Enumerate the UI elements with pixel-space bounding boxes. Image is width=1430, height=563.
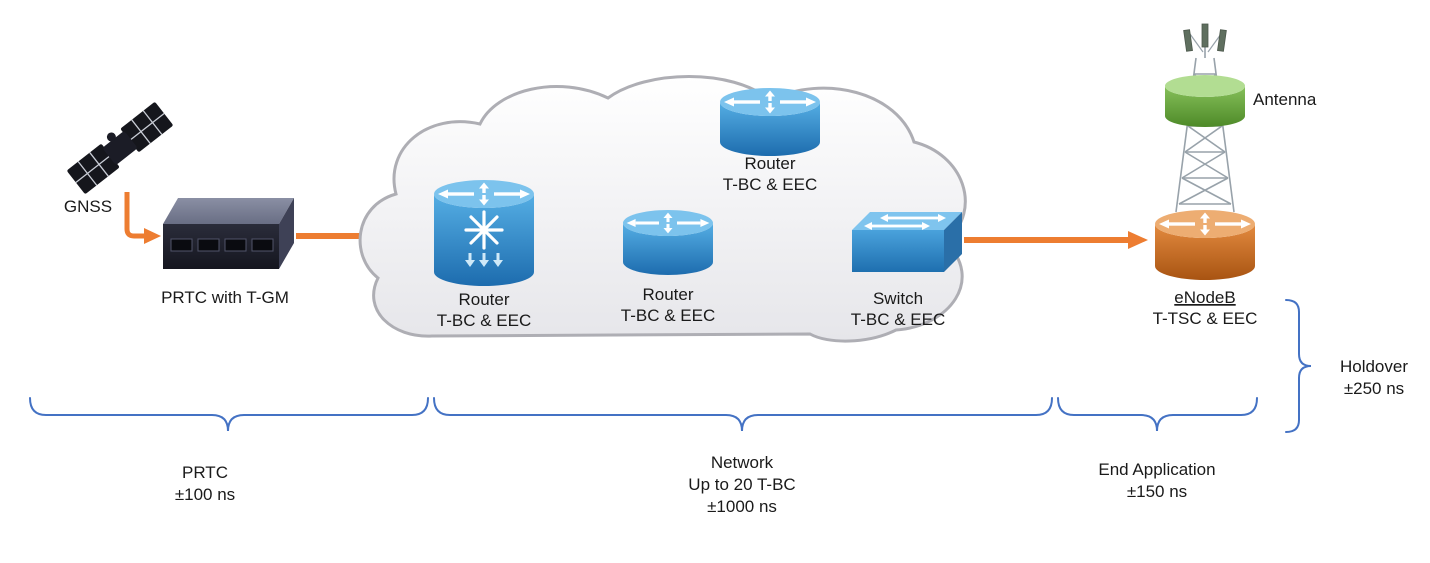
budget-braces [29,299,1312,433]
end-application-budget-label: End Application [1098,460,1215,479]
router-top-label: Router [744,154,795,173]
gnss-label: GNSS [64,197,112,216]
holdover-bracket [1285,299,1312,433]
network-brace [433,397,1053,432]
holdover-value: ±250 ns [1344,379,1404,398]
router-left-icon [434,180,534,286]
prtc-budget-value: ±100 ns [175,485,235,504]
network-budget-detail: Up to 20 T-BC [688,475,795,494]
router-middle-icon [623,210,713,275]
router-top-sublabel: T-BC & EEC [723,175,817,194]
gnss-satellite-icon [67,102,173,194]
end-application-brace [1057,397,1258,432]
switch-label: Switch [873,289,923,308]
enodeb-sublabel: T-TSC & EEC [1153,309,1258,328]
network-to-enodeb-arrow [964,231,1148,249]
enodeb-icon [1155,210,1255,280]
snowflake-icon [464,210,504,250]
router-middle-label: Router [642,285,693,304]
switch-arrows-icon [864,214,946,230]
network-budget-value: ±1000 ns [707,497,777,516]
enodeb-label: eNodeB [1174,288,1235,307]
prtc-label: PRTC with T-GM [161,288,289,307]
switch-icon [852,212,962,272]
switch-sublabel: T-BC & EEC [851,310,945,329]
router-left-label: Router [458,290,509,309]
prtc-brace [29,397,429,432]
gnss-to-prtc-arrow [124,192,161,244]
router-left-sublabel: T-BC & EEC [437,311,531,330]
antenna-hub-icon [1165,75,1245,127]
prtc-device-icon [163,198,294,269]
holdover-label: Holdover [1340,357,1408,376]
antenna-panels-icon [1183,23,1227,58]
antenna-label: Antenna [1253,90,1317,109]
end-application-budget-value: ±150 ns [1127,482,1187,501]
prtc-budget-label: PRTC [182,463,228,482]
router-middle-sublabel: T-BC & EEC [621,306,715,325]
router-top-icon [720,88,820,156]
down-arrows-icon [465,253,503,267]
network-budget-label: Network [711,453,774,472]
